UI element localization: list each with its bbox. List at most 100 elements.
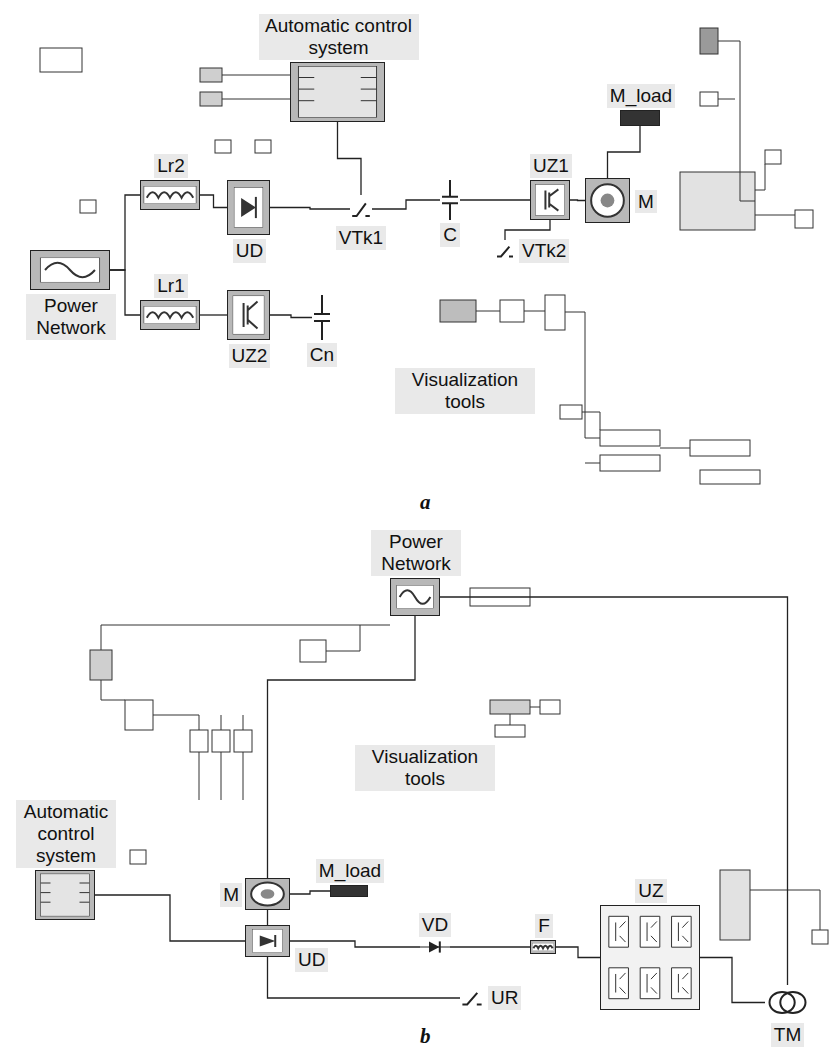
display-block xyxy=(600,455,660,471)
wire-connector xyxy=(440,597,788,985)
scope-symbol xyxy=(700,92,718,106)
part-letter: a xyxy=(420,490,431,514)
symbol-part xyxy=(609,916,629,947)
symbol-part xyxy=(298,78,376,101)
block-symbol xyxy=(420,940,450,954)
block-symbol xyxy=(228,291,269,339)
signal-wire xyxy=(718,41,755,201)
symbol-part xyxy=(545,189,558,210)
block-label: M xyxy=(635,190,657,214)
measurement-block xyxy=(300,640,326,662)
symbol-part xyxy=(439,941,441,952)
symbol-part xyxy=(462,993,481,1005)
simulink-block: Lr1 xyxy=(140,300,200,330)
wire-connector xyxy=(270,208,350,210)
wire-connector xyxy=(608,126,641,178)
block-label: UD xyxy=(233,239,266,263)
simulink-block: UD xyxy=(227,180,270,235)
symbol-part xyxy=(144,187,196,204)
simulink-block: UZ1 xyxy=(530,180,570,220)
display-block xyxy=(600,430,660,446)
signal-wire xyxy=(101,680,243,730)
simulink-block: UD xyxy=(245,925,290,957)
signal-wire xyxy=(510,707,540,725)
block-label: UZ xyxy=(635,879,666,903)
power-wire xyxy=(101,625,390,650)
signal-wire xyxy=(326,625,360,651)
symbol-part xyxy=(647,973,657,994)
symbol-part xyxy=(780,992,805,1013)
block-symbol xyxy=(531,941,555,953)
wire-connector xyxy=(290,891,330,894)
simulink-block: M xyxy=(585,178,630,223)
wire-connector xyxy=(200,195,227,208)
rectifier-block xyxy=(90,650,112,680)
wire-connector xyxy=(290,941,420,947)
symbol-part xyxy=(147,312,193,318)
scope-symbol xyxy=(765,150,781,164)
symbol-part xyxy=(591,184,624,217)
part-letter: b xyxy=(420,1024,431,1048)
symbol-part xyxy=(532,943,554,950)
breaker-block xyxy=(125,700,153,730)
wire-connector xyxy=(372,200,440,209)
scope-symbol xyxy=(130,850,146,864)
scope-symbol xyxy=(255,140,271,153)
symbol-part xyxy=(678,921,688,942)
input-block xyxy=(200,68,222,82)
simulink-block: M_load xyxy=(330,885,368,897)
wire-connector xyxy=(505,220,550,240)
block-label: Power Network xyxy=(26,294,116,340)
block-symbol xyxy=(31,251,109,289)
simulink-block: UZ xyxy=(600,905,700,1010)
block-label: Automatic control system xyxy=(259,14,419,60)
block-symbol xyxy=(246,926,289,956)
symbol-part xyxy=(429,941,440,952)
simulink-block: Power Network xyxy=(30,250,110,290)
symbol-part xyxy=(234,187,263,227)
gain-block xyxy=(560,405,582,419)
block-symbol xyxy=(36,871,94,919)
block-label: C xyxy=(440,223,460,247)
wire-connector xyxy=(338,122,362,195)
symbol-part xyxy=(352,203,370,216)
block-symbol xyxy=(141,301,199,329)
simulink-block: UZ2 xyxy=(227,290,270,340)
switch-block xyxy=(234,730,252,752)
display-block xyxy=(700,470,760,484)
power-wire xyxy=(199,752,243,800)
wire-connector xyxy=(570,199,585,201)
block-label: VD xyxy=(419,913,451,937)
block-symbol xyxy=(350,195,372,223)
block-symbol xyxy=(765,985,810,1020)
wire-connector xyxy=(110,195,140,270)
simulink-block: Cn xyxy=(312,295,332,340)
wire-connector xyxy=(556,947,600,958)
simulink-block: M xyxy=(245,878,290,910)
simulink-block: VTk1 xyxy=(350,195,372,223)
simulink-block: F xyxy=(530,940,556,954)
group-label: Visualization tools xyxy=(395,368,535,414)
wire-connector xyxy=(270,315,312,318)
block-label: UZ2 xyxy=(229,344,271,368)
block-label: Lr2 xyxy=(154,154,187,178)
signal-wire xyxy=(222,75,290,99)
block-symbol xyxy=(440,180,460,220)
gain-block xyxy=(540,700,560,714)
symbol-part xyxy=(678,973,688,994)
simulink-block: TM xyxy=(765,985,810,1020)
symbol-part xyxy=(144,307,196,324)
symbol-part xyxy=(616,921,626,942)
symbol-part xyxy=(274,935,276,947)
block-symbol xyxy=(228,181,269,234)
symbol-part xyxy=(41,874,90,916)
symbol-part xyxy=(400,590,431,604)
symbol-part xyxy=(255,197,257,218)
symbol-part xyxy=(647,921,657,942)
symbol-part xyxy=(616,973,626,994)
symbol-part xyxy=(251,883,284,906)
signal-wire xyxy=(755,164,795,215)
scope-symbol xyxy=(700,28,718,54)
